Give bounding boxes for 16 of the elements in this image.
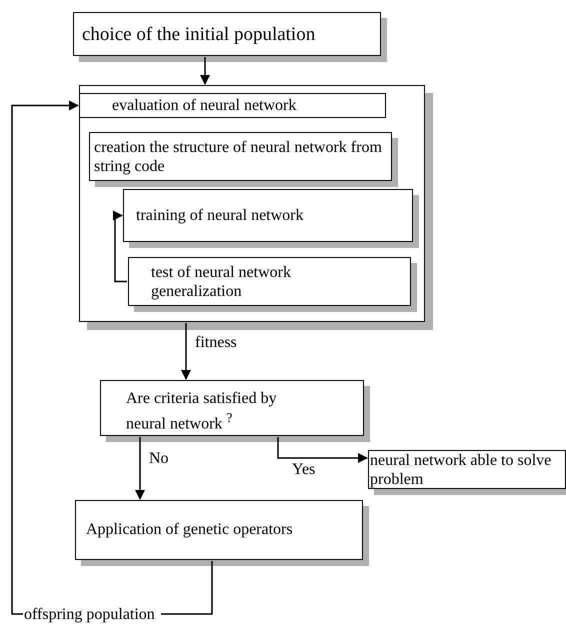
process-box [79,93,386,118]
node-text: choice of the initial population [82,24,316,46]
node-text: evaluation of neural network [112,96,298,115]
arrow [135,437,145,500]
node-text: creation the structure of neural network from string code [94,138,383,176]
node-text: Application of genetic operators [86,520,294,539]
node-text: offspring population [24,605,156,624]
node-text: Are criteria satisfied by neural network $^{?}$ [126,389,278,434]
arrow [113,210,127,282]
arrow [200,57,210,85]
arrow [277,437,368,463]
node-text: test of neural network generalization [151,263,292,301]
arrow [181,323,191,380]
node-text: training of neural network [136,206,304,225]
node-text: neural network able to solve problem [370,451,552,489]
arrow [11,100,79,615]
